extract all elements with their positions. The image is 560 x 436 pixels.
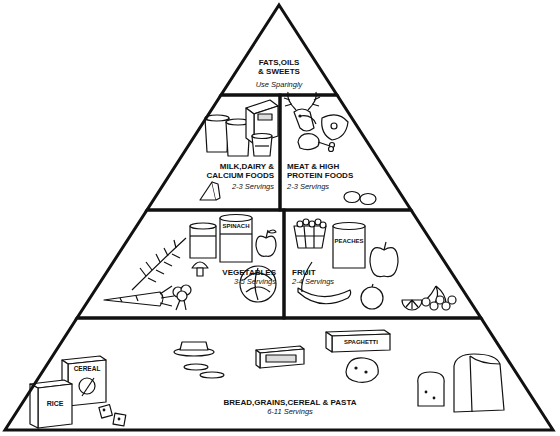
serving-note: 3-5 Servings bbox=[196, 278, 276, 287]
section-outline bbox=[147, 95, 280, 210]
section-border bbox=[221, 5, 337, 95]
vegetable-can bbox=[190, 223, 216, 258]
crackers bbox=[99, 405, 126, 426]
yogurt-cup bbox=[252, 134, 272, 157]
apple bbox=[256, 230, 276, 256]
serving-note: 2-3 Servings bbox=[196, 183, 274, 192]
berry-basket bbox=[294, 219, 326, 248]
package-label: CEREAL bbox=[68, 366, 106, 373]
orange bbox=[361, 284, 383, 309]
peach-can bbox=[333, 223, 365, 269]
cherries bbox=[422, 286, 456, 310]
noodle-box bbox=[256, 346, 304, 368]
serving-note: 2-4 Servings bbox=[292, 278, 362, 287]
package-label: RICE bbox=[38, 400, 72, 407]
food-group-name: MILK,DAIRY & CALCIUM FOODS bbox=[196, 162, 274, 180]
serving-note: 2-3 Servings bbox=[287, 183, 367, 192]
milk-glass bbox=[205, 115, 250, 156]
eggs bbox=[344, 192, 376, 205]
serving-note: Use Sparingly bbox=[249, 81, 309, 90]
vegetables-section: VEGETABLES3-5 Servings bbox=[77, 210, 284, 318]
section-outline bbox=[77, 210, 284, 318]
orange-slice bbox=[402, 300, 422, 310]
tortillas bbox=[184, 364, 224, 378]
mushroom bbox=[192, 262, 208, 276]
bread-slice bbox=[418, 372, 444, 406]
package-label: PEACHES bbox=[333, 238, 365, 244]
meat-section: MEAT & HIGH PROTEIN FOODS 2-3 Servings bbox=[280, 95, 411, 210]
butter-dish bbox=[174, 342, 214, 356]
serving-note: 6-11 Servings bbox=[200, 408, 380, 417]
fish-steak bbox=[322, 115, 348, 140]
fruit-section: FRUIT2-4 Servings bbox=[284, 210, 481, 318]
section-border bbox=[147, 95, 280, 210]
spaghetti-box bbox=[326, 330, 390, 352]
section-outline bbox=[284, 210, 481, 318]
food-group-name: FATS,OILS & SWEETS bbox=[255, 58, 303, 76]
package-label: SPAGHETTI bbox=[332, 339, 390, 345]
dairy-section: MILK,DAIRY & CALCIUM FOODS 2-3 Servings bbox=[147, 95, 280, 210]
apple bbox=[370, 242, 398, 277]
section-border bbox=[280, 95, 411, 210]
bread-loaf bbox=[454, 354, 504, 412]
meat-cut bbox=[300, 116, 316, 124]
food-group-name: VEGETABLES bbox=[196, 268, 276, 277]
carrot bbox=[104, 286, 174, 306]
section-border bbox=[284, 210, 481, 318]
moose-head bbox=[284, 92, 320, 131]
broccoli bbox=[173, 285, 191, 310]
food-group-name: MEAT & HIGH PROTEIN FOODS bbox=[287, 162, 367, 180]
fats-section: FATS,OILS & SWEETS Use Sparingly bbox=[221, 5, 337, 95]
food-group-name: BREAD,GRAINS,CEREAL & PASTA bbox=[200, 398, 380, 407]
section-border bbox=[5, 318, 553, 430]
food-group-name: FRUIT bbox=[292, 268, 362, 277]
muffin bbox=[346, 358, 378, 383]
herb-sprig bbox=[132, 238, 186, 290]
cheese-wedge bbox=[200, 182, 220, 200]
milk-carton bbox=[246, 100, 278, 144]
bread-section: BREAD,GRAINS,CEREAL & PASTA6-11 Servings bbox=[5, 318, 553, 430]
section-border bbox=[77, 210, 284, 318]
rice-box bbox=[30, 380, 72, 428]
section-outline bbox=[280, 95, 411, 210]
spinach-can bbox=[220, 215, 252, 263]
package-label: SPINACH bbox=[220, 223, 252, 229]
